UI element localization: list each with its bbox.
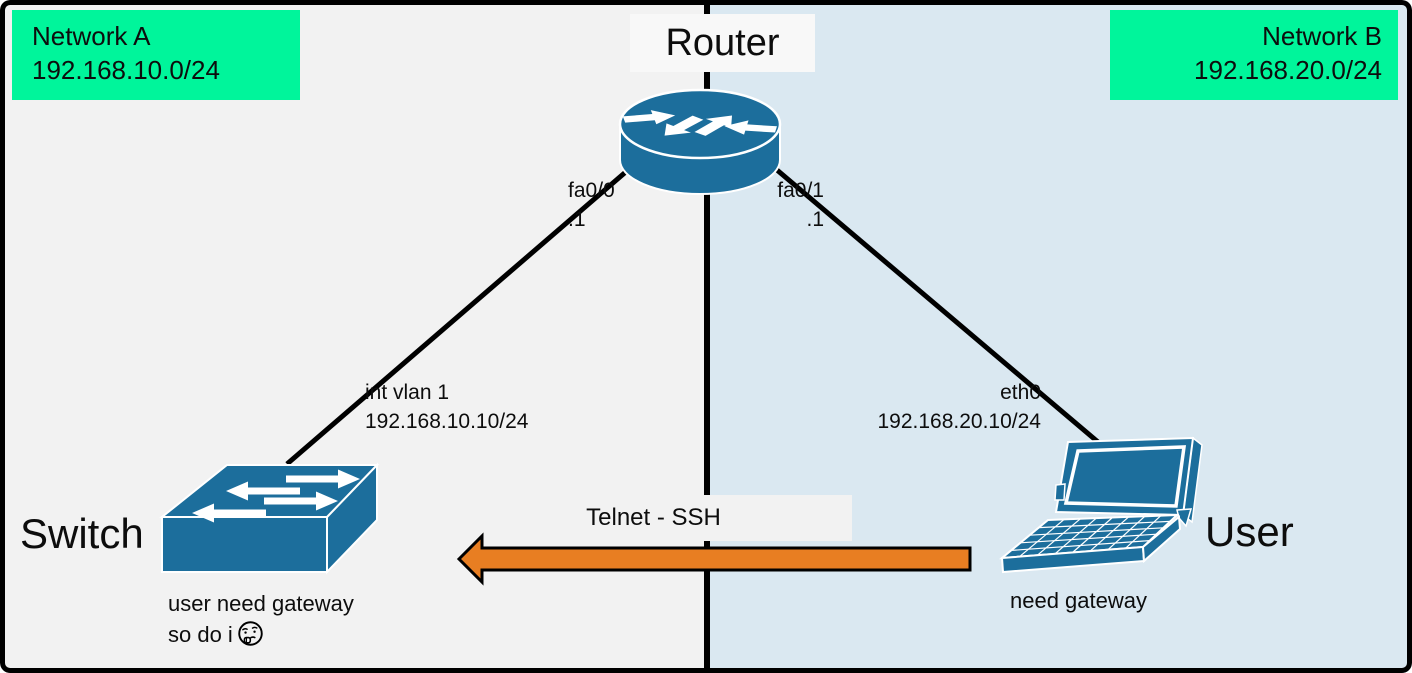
switch-note: user need gateway so do i	[168, 588, 354, 650]
network-b-name: Network B	[1262, 21, 1382, 51]
network-a-label: Network A 192.168.10.0/24	[12, 10, 300, 100]
switch-interface-label: int vlan 1 192.168.10.10/24	[365, 378, 529, 436]
switch-note-line2: so do i	[168, 619, 354, 650]
flow-label-text: Telnet - SSH	[586, 504, 721, 531]
router-icon	[618, 88, 782, 195]
network-b-cidr: 192.168.20.0/24	[1194, 55, 1382, 85]
link-router-to-switch	[285, 168, 630, 466]
user-interface-label: eth0 192.168.20.10/24	[865, 378, 1042, 436]
user-if-name: eth0	[1000, 381, 1041, 404]
fa0-0-name: fa0/0	[568, 179, 615, 202]
switch-icon	[159, 462, 380, 575]
network-boundary-line	[704, 0, 710, 673]
telnet-ssh-arrow	[456, 532, 972, 586]
router-interface-fa0-0: fa0/0 .1	[568, 176, 615, 234]
laptop-icon	[998, 436, 1203, 574]
switch-if-ip: 192.168.10.10/24	[365, 410, 529, 433]
flow-label: Telnet - SSH	[455, 495, 852, 541]
switch-if-name: int vlan 1	[365, 381, 450, 404]
user-note: need gateway	[1010, 588, 1147, 613]
fa0-1-name: fa0/1	[777, 179, 824, 202]
thinking-face-icon	[238, 621, 263, 646]
network-a-name: Network A	[32, 21, 151, 51]
switch-label: Switch	[20, 510, 144, 557]
fa0-0-ip: .1	[568, 208, 586, 231]
link-router-to-user	[775, 168, 1100, 444]
network-b-label: Network B 192.168.20.0/24	[1110, 10, 1398, 100]
router-label: Router	[630, 14, 815, 72]
user-label: User	[1205, 508, 1294, 555]
fa0-1-ip: .1	[806, 208, 824, 231]
network-a-cidr: 192.168.10.0/24	[32, 55, 220, 85]
router-interface-fa0-1: fa0/1 .1	[758, 176, 824, 234]
switch-note-line1: user need gateway	[168, 591, 354, 616]
router-name: Router	[665, 21, 780, 64]
user-if-ip: 192.168.20.10/24	[877, 410, 1042, 433]
